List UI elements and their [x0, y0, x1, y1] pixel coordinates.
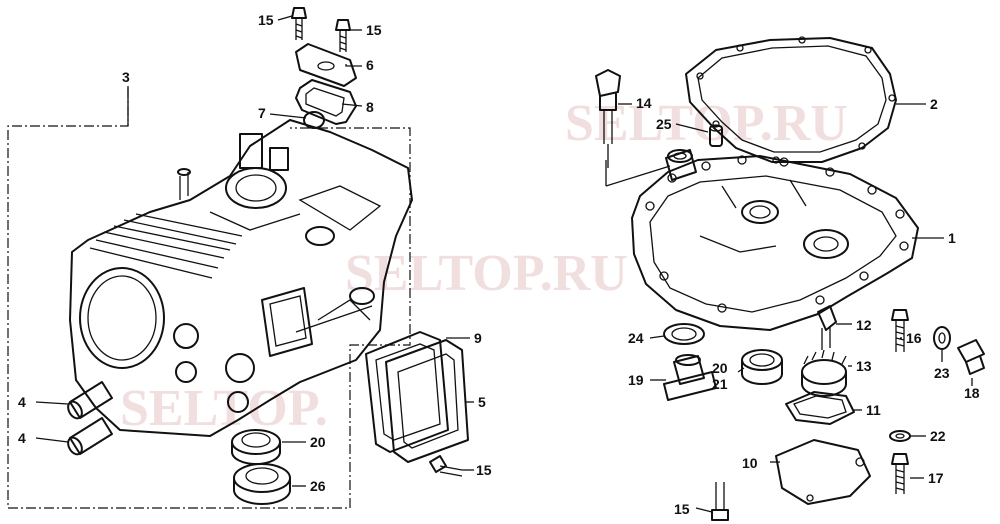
cover-gasket	[785, 391, 855, 425]
bolt-17	[891, 453, 909, 494]
oil-seal-24	[663, 323, 705, 345]
oil-seal-right	[741, 349, 783, 385]
callout-26: 26	[310, 478, 326, 494]
drain-plug-19	[663, 354, 717, 401]
callout-6: 6	[366, 57, 374, 73]
bolt-16	[891, 309, 909, 352]
part-6-plate	[295, 43, 357, 87]
washer-22	[889, 430, 911, 442]
part-5-cover	[385, 339, 469, 463]
callout-labels: 15 15 6 8 7 3 4 4 20 26 9 5 15 2 1 14 25…	[18, 12, 980, 517]
watermark-text-middle: SELTOP.RU	[345, 245, 628, 302]
oil-seal-left	[231, 429, 281, 465]
dowel-pin-lower	[67, 417, 113, 456]
callout-25: 25	[656, 116, 672, 132]
dowel-pin-right	[709, 124, 723, 147]
bolt-cover	[429, 455, 463, 477]
leader-lines	[35, 15, 973, 513]
callout-14: 14	[636, 95, 652, 111]
callout-3: 3	[122, 69, 130, 85]
bolt-top-left	[291, 7, 307, 40]
dowel-pin-upper	[67, 381, 113, 420]
callout-4-upper: 4	[18, 394, 26, 410]
callout-17: 17	[928, 470, 944, 486]
callout-16: 16	[906, 330, 922, 346]
watermark: SELTOP.RU SELTOP.RU SELTOP.	[120, 95, 848, 437]
callout-15-bottom-right: 15	[674, 501, 690, 517]
callout-7: 7	[258, 105, 266, 121]
callout-13: 13	[856, 358, 872, 374]
cylinder-group-frame	[7, 88, 411, 509]
callout-1: 1	[948, 230, 956, 246]
callout-20-left: 20	[310, 434, 326, 450]
callout-20-right: 20	[712, 360, 728, 376]
part-8-gasket	[295, 79, 357, 125]
callout-23: 23	[934, 365, 950, 381]
bearing-left	[233, 463, 291, 505]
callout-12: 12	[856, 317, 872, 333]
cylinder-block	[69, 119, 413, 437]
callout-18: 18	[964, 385, 980, 401]
bolt-top-right	[335, 19, 351, 52]
callout-15-cover: 15	[476, 462, 492, 478]
callout-21: 21	[712, 376, 728, 392]
side-cover-plate	[775, 439, 871, 505]
part-9-gasket	[365, 331, 449, 453]
callout-9: 9	[474, 330, 482, 346]
washer-23	[933, 326, 951, 350]
callout-11: 11	[866, 402, 881, 418]
governor-gear	[801, 349, 847, 397]
bolt-bottom-right	[711, 482, 729, 521]
watermark-text-top: SELTOP.RU	[565, 95, 848, 152]
callout-4-lower: 4	[18, 430, 26, 446]
callout-22: 22	[930, 428, 946, 444]
callout-8: 8	[366, 99, 374, 115]
dipstick	[595, 69, 671, 187]
callout-24: 24	[628, 330, 644, 346]
callout-5: 5	[478, 394, 486, 410]
crankcase-cover	[631, 149, 919, 331]
drain-plug-18	[957, 339, 985, 375]
callout-19: 19	[628, 372, 644, 388]
callout-15-top-right: 15	[366, 22, 382, 38]
callout-15-top-left: 15	[258, 12, 274, 28]
callout-2: 2	[930, 96, 938, 112]
governor-shaft	[817, 305, 837, 350]
callout-10: 10	[742, 455, 758, 471]
